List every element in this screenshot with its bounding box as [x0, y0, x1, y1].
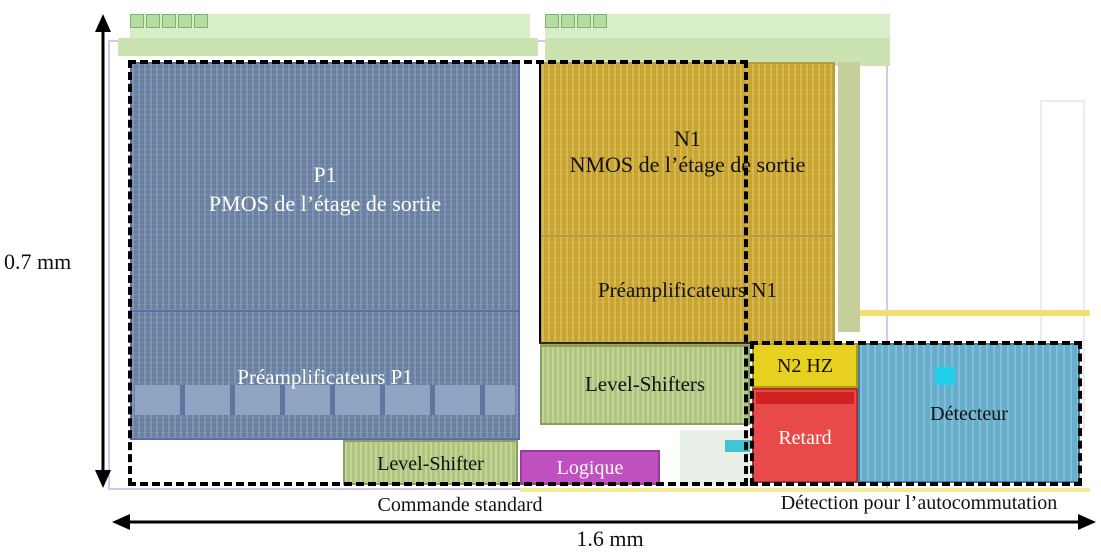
bottom-metal-trace: [860, 310, 1090, 316]
detection-caption: Détection pour l’autocommutation: [780, 492, 1058, 514]
n1-name-label: N1: [674, 126, 701, 151]
commande-standard-outline: [128, 60, 748, 486]
width-arrow-left: [112, 514, 130, 530]
detecteur-cell: [935, 367, 955, 385]
nmos-n1-block: [540, 62, 835, 237]
connector-area: [680, 430, 750, 485]
bottom-metal-trace-2: [520, 488, 1090, 492]
level-shifters-divider: [539, 342, 750, 344]
detection-outline: [750, 341, 1082, 486]
p1-name-label: P1: [313, 162, 337, 187]
n1-divider: [539, 62, 541, 342]
width-arrow-right: [1078, 514, 1096, 530]
commande-standard-caption: Commande standard: [377, 494, 543, 516]
n2hz-label: N2 HZ: [776, 355, 834, 377]
preamp-n1-label: Préamplificateurs N1: [597, 278, 778, 302]
preamp-p1-label: Préamplificateurs P1: [237, 365, 413, 389]
retard-label: Retard: [778, 427, 832, 449]
preamp-p1-block: [130, 310, 520, 440]
height-arrow-top: [95, 14, 111, 32]
height-dimension-label: 0.7 mm: [4, 249, 72, 274]
connector-cyan: [725, 440, 750, 452]
preamp-n1-block: [540, 235, 835, 345]
detecteur-label: Détecteur: [930, 403, 1008, 425]
level-shifters-label: Level-Shifters: [584, 372, 706, 396]
retard-top-bar: [756, 392, 854, 404]
detecteur-block: [858, 343, 1080, 483]
p1-desc-label: PMOS de l’étage de sortie: [208, 191, 442, 216]
pmos-p1-block: [130, 62, 520, 312]
n1-desc-label: NMOS de l’étage de sortie: [569, 152, 806, 177]
preamp-p1-rows: [135, 385, 515, 415]
logique-label: Logique: [556, 457, 624, 479]
level-shifters-block: [540, 345, 750, 425]
height-arrow-bottom: [95, 470, 111, 488]
level-shifter-block: [343, 440, 518, 485]
width-dimension-label: 1.6 mm: [576, 526, 644, 551]
top-pads-left-bar: [118, 38, 538, 56]
nmos-right-strip: [838, 62, 860, 332]
level-shifter-label: Level-Shifter: [377, 453, 484, 475]
